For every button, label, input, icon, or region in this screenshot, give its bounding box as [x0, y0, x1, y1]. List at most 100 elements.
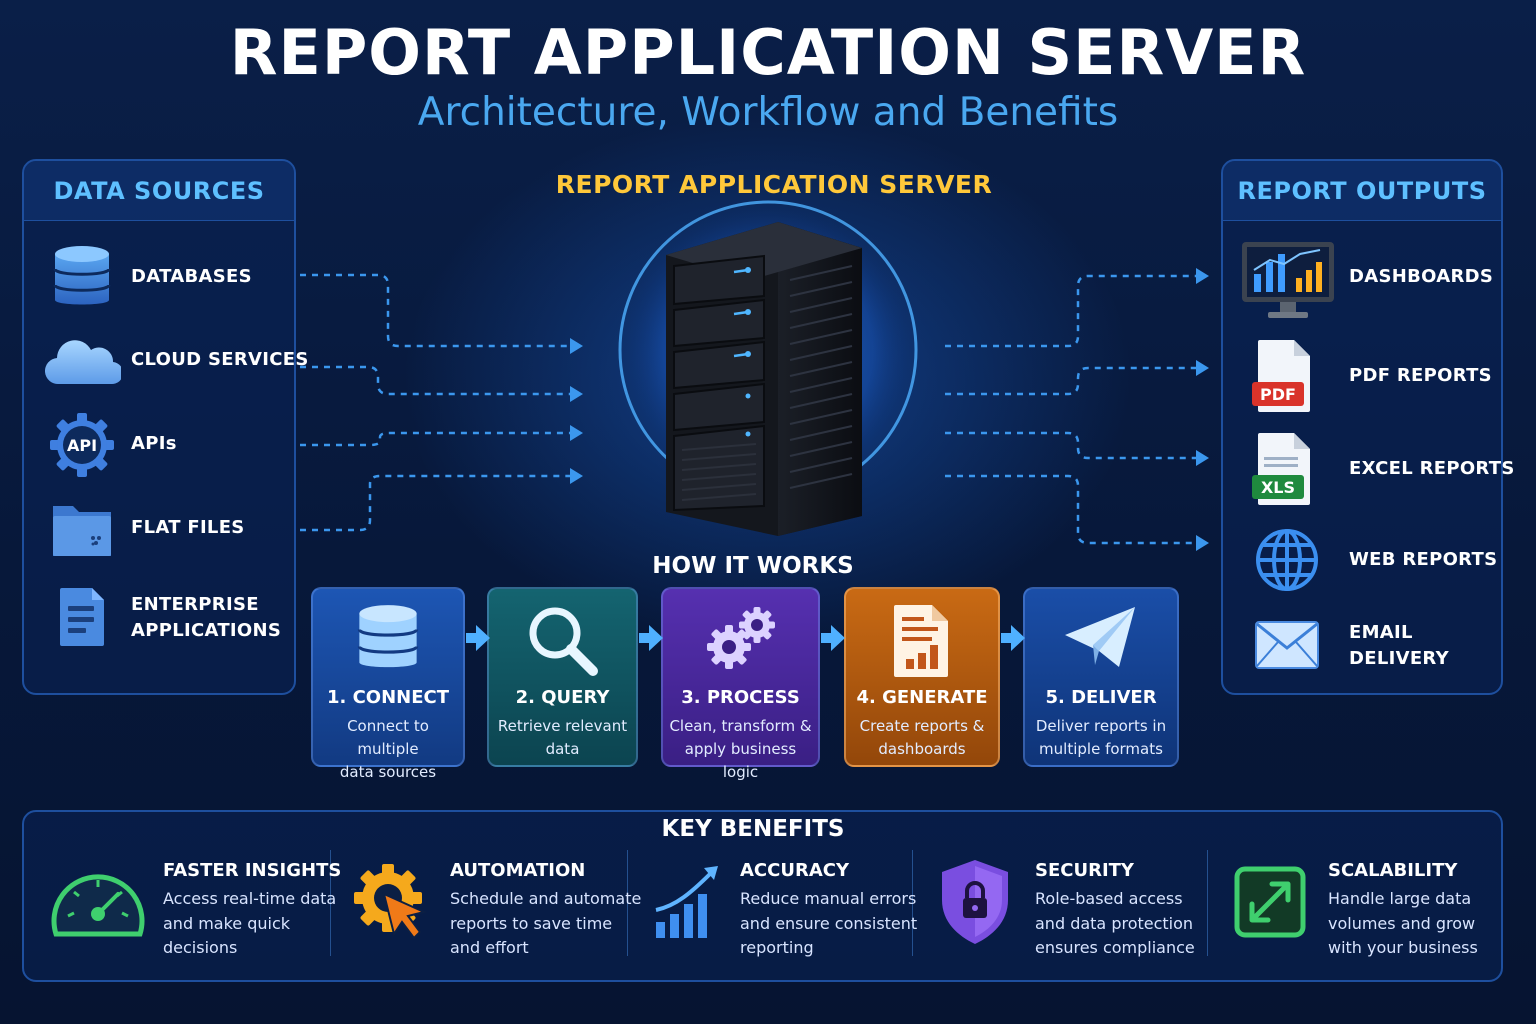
envelope-icon [1255, 621, 1319, 669]
divider [912, 850, 913, 956]
output-label-excel: EXCEL REPORTS [1349, 458, 1515, 479]
connector-apis [300, 431, 570, 447]
benefit-desc: Handle large data volumes and grow with … [1328, 887, 1478, 961]
step-deliver: 5. DELIVER Deliver reports in multiple f… [1023, 587, 1179, 767]
paper-plane-icon [1065, 607, 1135, 667]
api-badge-text: API [67, 436, 97, 455]
connector-databases [300, 273, 570, 348]
step-title: 5. DELIVER [1045, 687, 1157, 708]
report-outputs-title: REPORT OUTPUTS [1223, 161, 1501, 221]
source-label-apis: APIs [131, 433, 177, 454]
folder-icon [53, 506, 111, 556]
benefit-desc-line: Reduce manual errors [740, 889, 917, 908]
key-benefits-title: KEY BENEFITS [661, 816, 845, 842]
step-desc-line: data [545, 740, 580, 758]
shield-lock-icon [942, 860, 1008, 944]
benefit-desc-line: decisions [163, 938, 238, 957]
source-label-flat-files: FLAT FILES [131, 517, 245, 538]
step-desc: Deliver reports in multiple formats [1031, 715, 1171, 761]
pdf-file-icon: PDF [1252, 340, 1310, 412]
cloud-icon [45, 340, 121, 385]
benefit-desc-line: and effort [450, 938, 529, 957]
how-it-works-title: HOW IT WORKS [652, 553, 854, 579]
step-title: 2. QUERY [515, 687, 610, 708]
benefit-title: AUTOMATION [450, 860, 586, 881]
step-desc-line: data sources [339, 763, 437, 781]
divider [330, 850, 331, 956]
benefit-desc: Schedule and automate reports to save ti… [450, 887, 641, 961]
speedometer-icon [51, 874, 145, 937]
arrow-right-icon [821, 625, 845, 651]
step-desc-line: apply business logic [684, 740, 797, 781]
connector-pdf [945, 366, 1196, 396]
monitor-chart-icon [1242, 242, 1334, 318]
benefit-desc-line: Access real-time data [163, 889, 337, 908]
output-label-delivery: DELIVERY [1349, 648, 1449, 669]
magnifier-icon [529, 607, 598, 676]
xls-badge-text: XLS [1261, 478, 1295, 497]
source-label-applications: APPLICATIONS [131, 620, 282, 641]
benefit-desc-line: and data protection [1035, 913, 1194, 933]
step-title: 4. GENERATE [856, 687, 988, 708]
benefit-title: FASTER INSIGHTS [163, 860, 342, 881]
step-connect: 1. CONNECT Connect to multiple data sour… [311, 587, 465, 781]
arrow-right-icon [1001, 625, 1025, 651]
globe-icon [1256, 529, 1318, 591]
report-icon [894, 605, 948, 677]
benefit-desc-line: Role-based access [1035, 889, 1183, 908]
source-label-enterprise: ENTERPRISE [131, 594, 259, 615]
server-title: REPORT APPLICATION SERVER [555, 170, 993, 199]
connector-excel [945, 431, 1196, 460]
growth-chart-icon [655, 866, 718, 938]
step-desc-line: Deliver reports in [1035, 717, 1167, 735]
step-desc-line: Connect to multiple [347, 717, 429, 758]
step-generate: 4. GENERATE Create reports & dashboards [844, 587, 1000, 767]
step-desc-line: Clean, transform & [669, 717, 812, 735]
gears-icon [706, 607, 775, 669]
connector-files [300, 474, 570, 532]
xls-file-icon: XLS [1252, 433, 1310, 505]
benefit-desc-line: Handle large data [1328, 889, 1472, 908]
arrow-right-icon [466, 625, 490, 651]
pdf-badge-text: PDF [1260, 385, 1296, 404]
step-desc-line: Retrieve relevant [497, 717, 628, 735]
database-icon [357, 605, 419, 668]
output-label-dashboards: DASHBOARDS [1349, 266, 1494, 287]
benefit-desc: Role-based access and data protection en… [1035, 887, 1195, 961]
output-label-web: WEB REPORTS [1349, 549, 1498, 570]
database-icon [53, 246, 111, 305]
benefit-title: ACCURACY [740, 860, 850, 881]
benefit-desc: Reduce manual errors and ensure consiste… [740, 887, 917, 961]
source-label-databases: DATABASES [131, 266, 252, 287]
step-desc-line: multiple formats [1039, 740, 1163, 758]
server-tower-icon [618, 200, 918, 536]
output-label-pdf: PDF REPORTS [1349, 365, 1492, 386]
benefit-desc-line: ensures compliance [1035, 938, 1195, 957]
divider [627, 850, 628, 956]
output-label-email: EMAIL [1349, 622, 1413, 643]
expand-arrows-icon [1234, 866, 1306, 938]
document-icon [60, 588, 104, 646]
api-gear-icon: API [50, 413, 114, 477]
benefit-desc-line: Schedule and automate [450, 889, 642, 908]
page-subtitle: Architecture, Workflow and Benefits [417, 90, 1119, 135]
benefit-desc: Access real-time data and make quick dec… [163, 887, 336, 961]
step-desc: Clean, transform & apply business logic [669, 715, 812, 784]
arrow-right-icon [639, 625, 663, 651]
step-title: 1. CONNECT [326, 687, 450, 708]
step-desc: Create reports & dashboards [852, 715, 992, 761]
benefit-title: SECURITY [1035, 860, 1134, 881]
step-desc-line: dashboards [878, 740, 966, 758]
benefit-desc-line: with your business [1328, 938, 1478, 957]
step-desc: Connect to multiple data sources [319, 715, 457, 784]
data-sources-title: DATA SOURCES [24, 161, 294, 221]
divider [1207, 850, 1208, 956]
benefit-title: SCALABILITY [1328, 860, 1458, 881]
step-desc: Retrieve relevant data [495, 715, 630, 761]
step-title: 3. PROCESS [681, 687, 800, 708]
benefit-desc-line: volumes and grow [1328, 913, 1476, 933]
step-process: 3. PROCESS Clean, transform & apply busi… [661, 587, 820, 781]
